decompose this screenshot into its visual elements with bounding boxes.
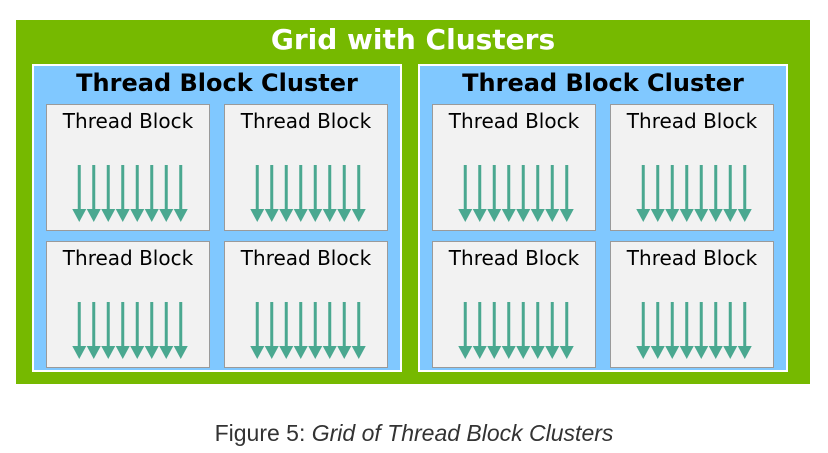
thread-arrow (487, 165, 502, 222)
thread-arrow (250, 302, 265, 359)
thread-arrow (337, 165, 352, 222)
thread-arrows-icon (458, 302, 574, 359)
thread-arrow (293, 165, 308, 222)
thread-arrow (516, 302, 531, 359)
thread-arrow (86, 302, 101, 359)
thread-block-label: Thread Block (62, 246, 194, 270)
thread-arrow (559, 302, 574, 359)
grid-title: Grid with Clusters (270, 23, 556, 56)
thread-arrow (472, 165, 487, 222)
grid-container: Grid with Clusters Thread Block Cluster … (16, 20, 810, 384)
thread-block-label: Thread Block (626, 109, 758, 133)
thread-arrow (115, 165, 130, 222)
thread-arrow (159, 165, 174, 222)
thread-arrow (636, 165, 651, 222)
thread-arrow (501, 302, 516, 359)
thread-block: Thread Block (224, 104, 388, 231)
thread-arrow (679, 165, 694, 222)
thread-arrow (737, 165, 752, 222)
thread-arrows-icon (458, 165, 574, 222)
thread-block: Thread Block (46, 241, 210, 368)
thread-arrow (708, 302, 723, 359)
thread-arrow (501, 165, 516, 222)
thread-arrow (293, 302, 308, 359)
thread-arrow (530, 165, 545, 222)
thread-block: Thread Block (224, 241, 388, 368)
thread-arrow (337, 302, 352, 359)
thread-block: Thread Block (610, 241, 774, 368)
thread-arrow (264, 302, 279, 359)
thread-arrow (322, 302, 337, 359)
figure-caption: Figure 5: Grid of Thread Block Clusters (0, 418, 828, 448)
thread-arrow (351, 302, 366, 359)
thread-arrow (279, 302, 294, 359)
thread-arrow (665, 165, 680, 222)
thread-arrow (636, 302, 651, 359)
thread-block: Thread Block (610, 104, 774, 231)
thread-arrow (279, 165, 294, 222)
thread-arrow (144, 302, 159, 359)
thread-arrows-icon (72, 165, 188, 222)
thread-arrows-icon (636, 165, 752, 222)
thread-arrow (264, 165, 279, 222)
thread-arrow (130, 302, 145, 359)
thread-arrow (530, 302, 545, 359)
thread-arrow (694, 165, 709, 222)
thread-arrow (458, 302, 473, 359)
thread-arrow (679, 302, 694, 359)
thread-block-label: Thread Block (240, 109, 372, 133)
thread-arrow (115, 302, 130, 359)
cluster-title: Thread Block Cluster (76, 69, 358, 97)
thread-arrows-icon (250, 165, 366, 222)
thread-block-cluster-2: Thread Block Cluster Thread Block Thread… (418, 64, 788, 372)
thread-arrow (308, 302, 323, 359)
thread-arrow (144, 165, 159, 222)
caption-prefix: Figure 5: (214, 420, 312, 446)
cluster-title: Thread Block Cluster (462, 69, 744, 97)
thread-arrow (694, 302, 709, 359)
thread-arrow (737, 302, 752, 359)
thread-block: Thread Block (46, 104, 210, 231)
thread-arrow (708, 165, 723, 222)
thread-block-label: Thread Block (626, 246, 758, 270)
thread-arrow (351, 165, 366, 222)
thread-arrow (159, 302, 174, 359)
thread-arrow (72, 302, 87, 359)
thread-block-label: Thread Block (448, 246, 580, 270)
thread-arrow (723, 165, 738, 222)
thread-arrow (472, 302, 487, 359)
thread-arrow (101, 165, 116, 222)
thread-arrow (173, 302, 188, 359)
thread-block: Thread Block (432, 104, 596, 231)
thread-arrow (458, 165, 473, 222)
thread-block: Thread Block (432, 241, 596, 368)
thread-arrow (86, 165, 101, 222)
thread-arrow (545, 302, 560, 359)
thread-arrow (516, 165, 531, 222)
thread-arrow (72, 165, 87, 222)
thread-arrow (650, 165, 665, 222)
thread-block-cluster-1: Thread Block Cluster Thread Block Thread… (32, 64, 402, 372)
thread-arrow (559, 165, 574, 222)
thread-arrows-icon (72, 302, 188, 359)
thread-arrow (545, 165, 560, 222)
thread-block-label: Thread Block (62, 109, 194, 133)
thread-arrow (665, 302, 680, 359)
thread-arrow (487, 302, 502, 359)
thread-arrow (322, 165, 337, 222)
thread-arrow (250, 165, 265, 222)
thread-arrow (308, 165, 323, 222)
thread-block-label: Thread Block (448, 109, 580, 133)
thread-arrows-icon (250, 302, 366, 359)
thread-arrow (101, 302, 116, 359)
thread-arrow (650, 302, 665, 359)
thread-arrow (173, 165, 188, 222)
caption-title: Grid of Thread Block Clusters (311, 420, 614, 446)
thread-block-label: Thread Block (240, 246, 372, 270)
thread-arrow (130, 165, 145, 222)
thread-arrow (723, 302, 738, 359)
thread-arrows-icon (636, 302, 752, 359)
